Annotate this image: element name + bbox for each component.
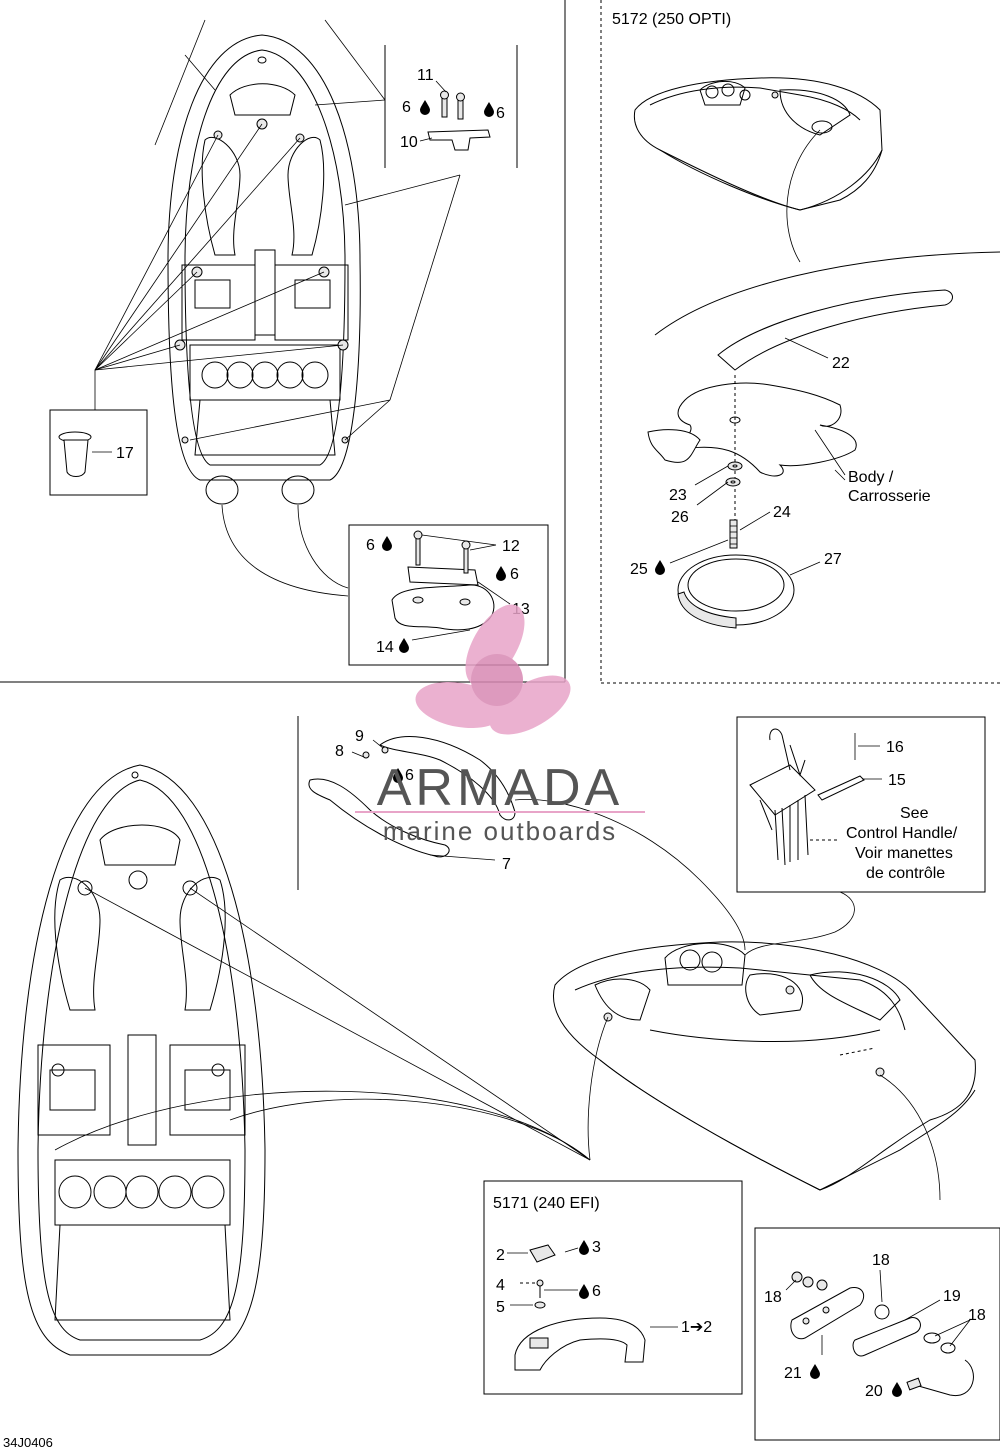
label-6d: 6 [510, 566, 519, 583]
label-9: 9 [355, 728, 364, 745]
body-panel [647, 375, 857, 545]
watermark-tagline: marine outboards [383, 816, 617, 846]
label-26: 26 [671, 509, 689, 526]
inset-cleat-10-11 [384, 45, 518, 168]
label-8: 8 [335, 743, 344, 760]
label-3: 3 [592, 1239, 601, 1256]
label-19: 19 [943, 1288, 961, 1305]
label-5: 5 [496, 1299, 505, 1316]
label-24: 24 [773, 504, 791, 521]
label-6b: 6 [496, 105, 505, 122]
label-6f: 6 [592, 1283, 601, 1300]
label-6a: 6 [402, 99, 411, 116]
inset-control-15-16 [736, 716, 986, 893]
label-see: See [900, 805, 929, 822]
label-controle: de contrôle [866, 865, 945, 882]
fasteners-23-26-24 [655, 461, 771, 575]
boat-iso-lower [553, 891, 976, 1201]
label-16: 16 [886, 739, 904, 756]
label-7: 7 [502, 856, 511, 873]
inset-plate-18-21 [754, 1227, 1000, 1441]
label-12: 12 [502, 538, 520, 555]
label-21: 21 [784, 1365, 802, 1382]
label-voir: Voir manettes [855, 845, 953, 862]
label-1to2: 1➔2 [681, 1319, 712, 1336]
frame-top-right [600, 0, 1000, 684]
label-10: 10 [400, 134, 418, 151]
inset-plate-12-14 [348, 524, 549, 666]
label-18c: 18 [968, 1307, 986, 1324]
label-6c: 6 [366, 537, 375, 554]
label-14: 14 [376, 639, 394, 656]
label-25: 25 [630, 561, 648, 578]
section-title-5171: 5171 (240 EFI) [493, 1195, 600, 1212]
label-18b: 18 [872, 1252, 890, 1269]
watermark-brand: ARMADA [377, 759, 623, 817]
label-22: 22 [832, 355, 850, 372]
label-6e: 6 [405, 767, 414, 784]
label-15: 15 [888, 772, 906, 789]
label-carrosserie: Carrosserie [848, 488, 931, 505]
section-title-5172: 5172 (250 OPTI) [612, 11, 731, 28]
hull-top-view-lower [17, 764, 591, 1356]
frame-top-left [0, 0, 566, 683]
label-11: 11 [417, 67, 434, 84]
inset-5171 [483, 1180, 743, 1395]
label-20: 20 [865, 1383, 883, 1400]
label-23: 23 [669, 487, 687, 504]
windshield-22 [654, 251, 1000, 371]
label-18a: 18 [764, 1289, 782, 1306]
figure-code: 34J0406 [3, 1435, 53, 1450]
inset-cup-17 [49, 409, 148, 496]
label-17: 17 [116, 445, 134, 462]
armada-logo-icon [415, 604, 571, 735]
ring-27 [677, 554, 821, 629]
label-4: 4 [496, 1277, 505, 1294]
label-control-handle: Control Handle/ [846, 825, 958, 842]
boat-iso-upper [633, 77, 883, 263]
label-body: Body / [848, 469, 894, 486]
label-27: 27 [824, 551, 842, 568]
label-2: 2 [496, 1247, 505, 1264]
hull-top-view-upper [94, 19, 461, 597]
